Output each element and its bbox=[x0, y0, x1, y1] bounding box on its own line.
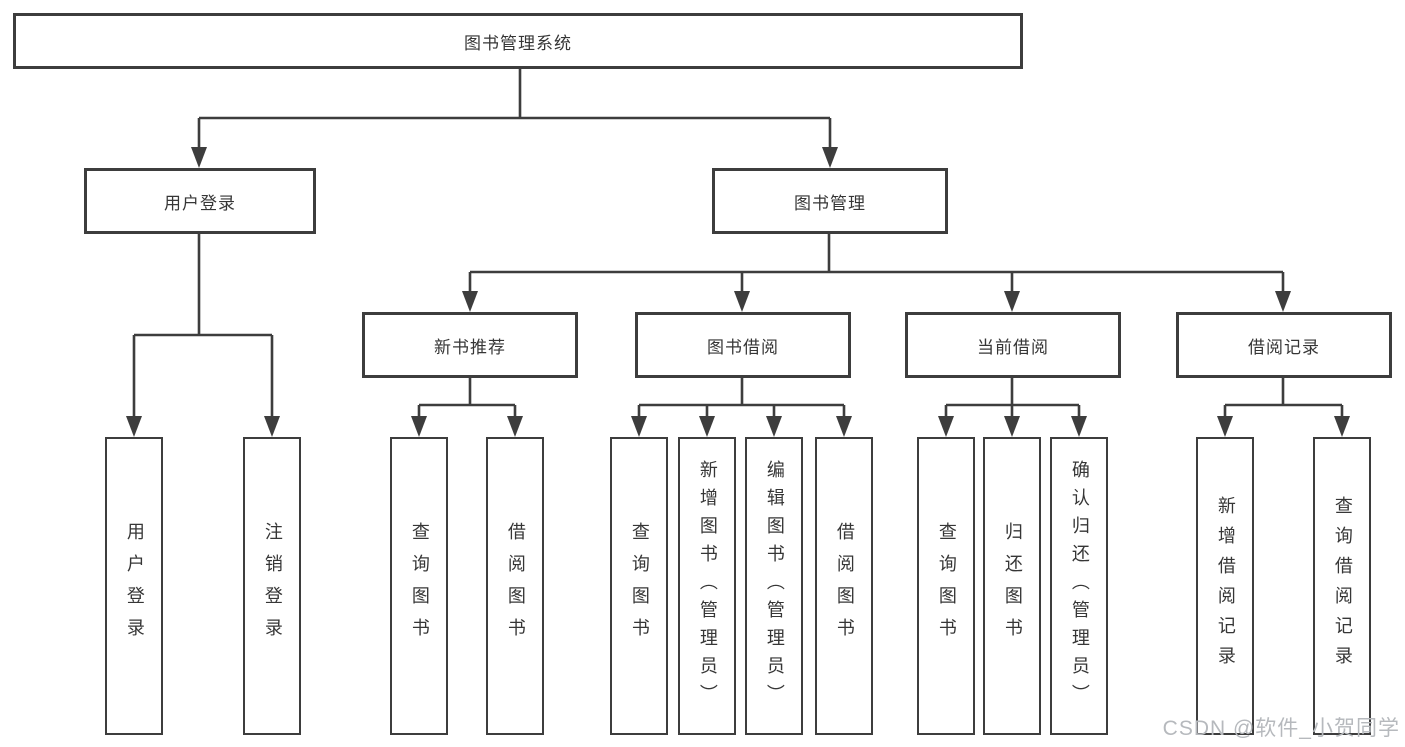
leaf-label: 查询图书 bbox=[629, 522, 650, 650]
leaf-label: 借阅图书 bbox=[834, 522, 855, 650]
leaf-label: 查询借阅记录 bbox=[1332, 496, 1353, 676]
leaf-edit-book-admin: 编辑图书（管理员） bbox=[745, 437, 803, 735]
node-label: 用户登录 bbox=[164, 193, 236, 213]
leaf-label: 用户登录 bbox=[124, 522, 145, 650]
node-label: 图书管理 bbox=[794, 193, 866, 213]
node-label: 当前借阅 bbox=[977, 337, 1049, 357]
leaf-search-books-current: 查询图书 bbox=[917, 437, 975, 735]
leaf-label: 确认归还（管理员） bbox=[1069, 460, 1090, 712]
node-root-library-system: 图书管理系统 bbox=[13, 13, 1023, 69]
leaf-add-borrow-record: 新增借阅记录 bbox=[1196, 437, 1254, 735]
leaf-add-book-admin: 新增图书（管理员） bbox=[678, 437, 736, 735]
node-current-borrow: 当前借阅 bbox=[905, 312, 1121, 378]
leaf-search-books-borrow: 查询图书 bbox=[610, 437, 668, 735]
node-label: 图书管理系统 bbox=[464, 33, 572, 53]
leaf-search-books-newbook: 查询图书 bbox=[390, 437, 448, 735]
connector-borrow-records bbox=[1223, 377, 1344, 418]
connector-book-borrow bbox=[637, 377, 846, 418]
leaf-confirm-return-admin: 确认归还（管理员） bbox=[1050, 437, 1108, 735]
node-label: 借阅记录 bbox=[1248, 337, 1320, 357]
leaf-label: 借阅图书 bbox=[505, 522, 526, 650]
leaf-logout: 注销登录 bbox=[243, 437, 301, 735]
connector-current-borrow bbox=[944, 377, 1081, 418]
node-label: 新书推荐 bbox=[434, 337, 506, 357]
node-label: 图书借阅 bbox=[707, 337, 779, 357]
leaf-label: 归还图书 bbox=[1002, 522, 1023, 650]
leaf-label: 编辑图书（管理员） bbox=[764, 460, 785, 712]
leaf-search-borrow-record: 查询借阅记录 bbox=[1313, 437, 1371, 735]
leaf-label: 新增借阅记录 bbox=[1215, 496, 1236, 676]
node-borrow-records: 借阅记录 bbox=[1176, 312, 1392, 378]
leaf-label: 查询图书 bbox=[409, 522, 430, 650]
connector-book-mgmt bbox=[468, 233, 1285, 293]
leaf-label: 注销登录 bbox=[262, 522, 283, 650]
node-new-book-recommend: 新书推荐 bbox=[362, 312, 578, 378]
node-user-login-branch: 用户登录 bbox=[84, 168, 316, 234]
connector-root bbox=[197, 68, 832, 149]
leaf-user-login: 用户登录 bbox=[105, 437, 163, 735]
node-book-management: 图书管理 bbox=[712, 168, 948, 234]
leaf-borrow-books-newbook: 借阅图书 bbox=[486, 437, 544, 735]
csdn-watermark: CSDN @软件_小贺同学 bbox=[1162, 717, 1400, 740]
leaf-label: 查询图书 bbox=[936, 522, 957, 650]
connector-new-book bbox=[417, 377, 517, 418]
leaf-label: 新增图书（管理员） bbox=[697, 460, 718, 712]
leaf-borrow-books: 借阅图书 bbox=[815, 437, 873, 735]
node-book-borrow: 图书借阅 bbox=[635, 312, 851, 378]
leaf-return-books: 归还图书 bbox=[983, 437, 1041, 735]
connector-user-login bbox=[132, 233, 274, 418]
